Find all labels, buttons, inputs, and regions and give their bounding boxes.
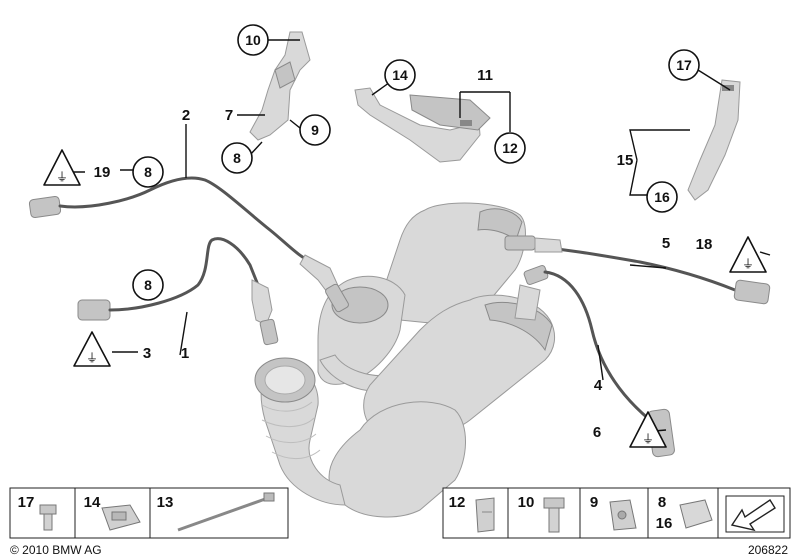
svg-text:17: 17 [676,57,692,73]
bracket-15-17 [687,79,741,201]
arrow-icon [725,495,785,533]
leader-lines [60,39,771,433]
plug-icon: ⏚ [742,257,754,271]
plug-icon: ⏚ [56,170,68,184]
warning-triangle-18: ⏚ 18 [696,236,767,273]
label-1: 1 [181,345,189,362]
copyright: © 2010 BMW AG [10,543,102,557]
parts-bar-label-14: 14 [84,494,101,511]
svg-text:14: 14 [392,67,408,83]
svg-text:6: 6 [593,424,601,441]
oxygen-sensor-5 [504,235,771,305]
label-7: 7 [225,107,233,124]
svg-text:8: 8 [144,277,152,293]
cable-tie-icon [177,492,275,532]
callout-12: 12 [494,132,526,164]
oxygen-sensor-2 [28,176,349,313]
parts-bar-right: 12 10 9 8 16 [442,487,791,539]
clip-icon [101,504,141,531]
warning-triangle-3: ⏚ 3 [73,331,151,367]
parts-bar-label-17: 17 [18,494,35,511]
svg-text:18: 18 [696,236,713,253]
label-15: 15 [617,152,634,169]
parts-bar-label-9: 9 [590,494,598,511]
spring-clip-icon [475,497,495,533]
parts-bar-label-8: 8 [658,494,666,511]
callout-8-top: 8 [221,142,253,174]
label-5: 5 [662,235,670,252]
label-4: 4 [594,377,603,394]
warning-triangle-6: ⏚ 6 [593,411,667,448]
oxygen-sensor-1 [77,237,279,346]
callout-14: 14 [384,59,416,91]
sleeve-icon [679,499,713,529]
parts-bar-label-16: 16 [656,515,673,532]
callout-9: 9 [299,114,331,146]
clip-nut-icon [609,499,637,531]
hex-bolt-icon [543,497,565,533]
callout-16: 16 [646,181,678,213]
plug-icon: ⏚ [642,432,654,446]
parts-bar-label-10: 10 [518,494,535,511]
bolt-icon [39,504,57,531]
label-11: 11 [477,67,493,84]
svg-text:8: 8 [233,150,241,166]
svg-text:10: 10 [245,32,261,48]
svg-text:9: 9 [311,122,319,138]
callout-10: 10 [237,24,269,56]
svg-text:8: 8 [144,164,152,180]
label-2: 2 [182,107,190,124]
parts-bar-label-12: 12 [449,494,466,511]
callout-17: 17 [668,49,700,81]
svg-text:16: 16 [654,189,670,205]
plug-icon: ⏚ [86,351,98,365]
svg-text:12: 12 [502,140,518,156]
bracket-9-10 [249,31,311,141]
parts-bar-left: 17 14 13 [9,487,289,539]
callout-8-left: 8 [132,156,164,188]
diagram-number: 206822 [748,543,788,557]
svg-text:19: 19 [94,164,111,181]
parts-bar-label-13: 13 [157,494,174,511]
bracket-11-14 [354,87,491,163]
svg-text:3: 3 [143,345,151,362]
warning-triangle-19: ⏚ 19 [43,149,111,186]
callout-8-mid: 8 [132,269,164,301]
